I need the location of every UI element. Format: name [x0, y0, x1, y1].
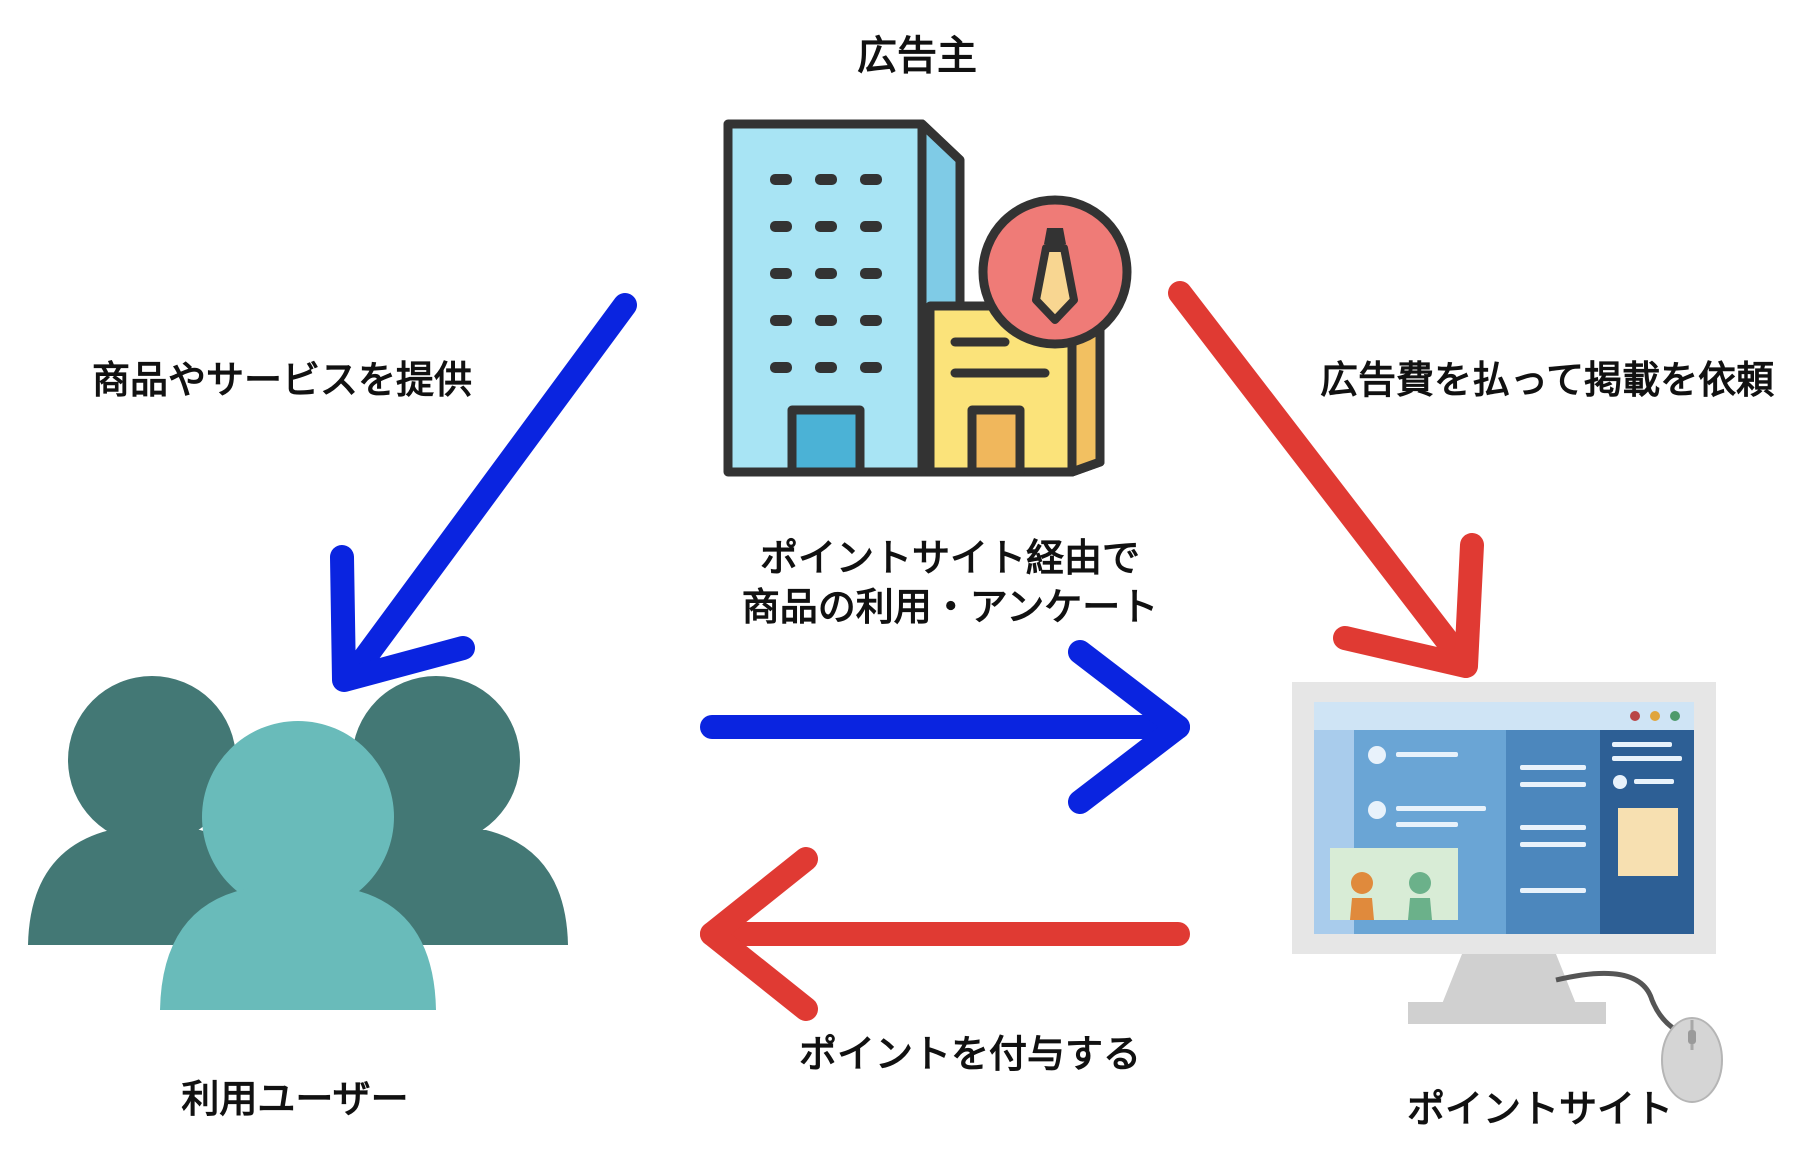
- arrow-users-to-site: [700, 640, 1190, 814]
- arrow-site-to-users: [700, 847, 1190, 1021]
- use-via-site-line2: 商品の利用・アンケート: [741, 585, 1159, 630]
- arrow-advertiser-to-site: [1168, 281, 1484, 678]
- office-building-icon: [723, 119, 1132, 477]
- arrow-advertiser-to-users: [330, 293, 637, 692]
- use-via-site-label: ポイントサイト経由で 商品の利用・アンケート: [640, 534, 1260, 633]
- user-group-icon: [28, 676, 568, 1010]
- point-site-label: ポイントサイト: [1406, 1087, 1673, 1131]
- provide-products-label: 商品やサービスを提供: [92, 358, 473, 402]
- advertiser-label: 広告主: [857, 33, 977, 79]
- use-via-site-line1: ポイントサイト経由で: [759, 536, 1140, 580]
- grant-points-label: ポイントを付与する: [798, 1032, 1141, 1076]
- desktop-computer-icon: [1292, 682, 1723, 1103]
- pay-ad-fee-label: 広告費を払って掲載を依頼: [1320, 358, 1775, 402]
- users-label: 利用ユーザー: [181, 1077, 409, 1121]
